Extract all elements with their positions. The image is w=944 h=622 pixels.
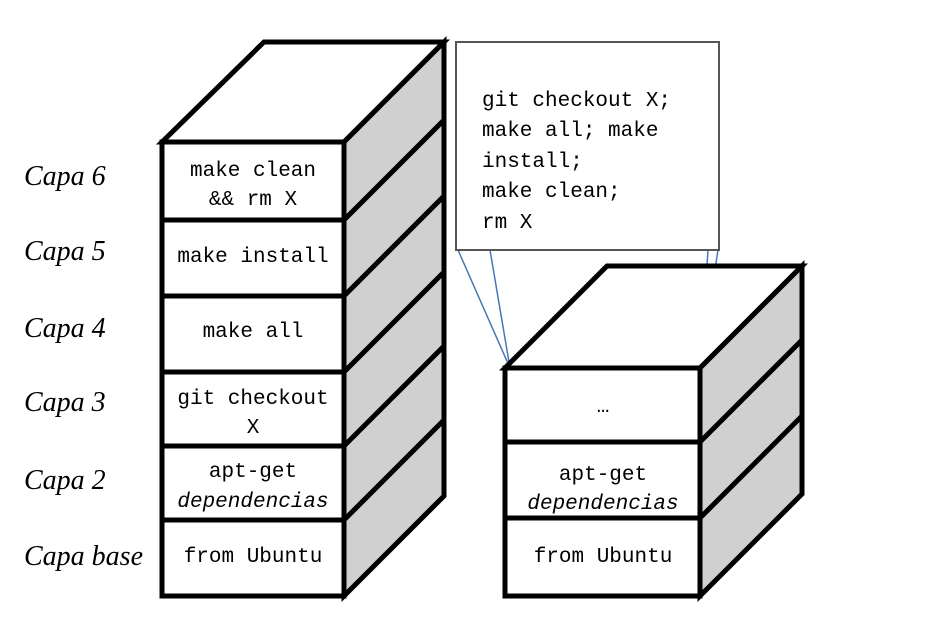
- left-layer-5: make install: [177, 246, 328, 269]
- callout-line-2: make all; make: [482, 120, 658, 143]
- left-layer-3-line2: X: [247, 417, 260, 440]
- callout-connector-left-outer: [457, 249, 511, 369]
- left-layer-6-line1: make clean: [190, 160, 316, 183]
- callout-line-1: git checkout X;: [482, 90, 671, 113]
- right-layer-base: from Ubuntu: [534, 546, 673, 569]
- right-layer-ellipsis-line1: …: [597, 396, 610, 419]
- left-layer-2-line2: dependencias: [177, 491, 328, 514]
- left-layer-5-line1: make install: [177, 246, 328, 269]
- label-capa-4: Capa 4: [24, 313, 106, 344]
- right-layer-2: apt-get dependencias: [527, 464, 678, 516]
- right-stack-front-face: [502, 365, 703, 599]
- label-capa-6: Capa 6: [24, 161, 106, 192]
- callout-connector-left-inner: [489, 249, 511, 369]
- right-layer-ellipsis: …: [597, 396, 610, 419]
- left-layer-2: apt-get dependencias: [177, 461, 328, 514]
- callout-box: [455, 41, 720, 251]
- label-capa-2: Capa 2: [24, 465, 106, 496]
- layer-labels: Capa 6 Capa 5 Capa 4 Capa 3 Capa 2 Capa …: [24, 161, 143, 572]
- label-capa-5: Capa 5: [24, 236, 106, 267]
- left-layer-4-line1: make all: [203, 321, 304, 344]
- right-layer-base-line1: from Ubuntu: [534, 546, 673, 569]
- callout-line-4: make clean;: [482, 181, 621, 204]
- left-layer-base: from Ubuntu: [184, 546, 323, 569]
- left-layer-3: git checkout X: [177, 388, 328, 440]
- left-layer-base-line1: from Ubuntu: [184, 546, 323, 569]
- callout-line-3: install;: [482, 151, 583, 174]
- left-layer-4: make all: [203, 321, 304, 344]
- label-capa-base: Capa base: [24, 541, 143, 572]
- callout-line-5: rm X: [482, 212, 533, 235]
- right-layer-stack: … apt-get dependencias from Ubuntu: [498, 259, 809, 603]
- callout: git checkout X; make all; make install; …: [455, 41, 720, 369]
- left-layer-stack: make clean && rm X make install make all…: [155, 35, 451, 603]
- right-layer-2-line2: dependencias: [527, 493, 678, 516]
- right-layer-2-line1: apt-get: [559, 464, 647, 487]
- left-layer-6-line2: && rm X: [209, 189, 298, 212]
- left-layer-6: make clean && rm X: [190, 160, 316, 212]
- left-layer-2-line1: apt-get: [209, 461, 297, 484]
- left-layer-3-line1: git checkout: [177, 388, 328, 411]
- label-capa-3: Capa 3: [24, 387, 106, 418]
